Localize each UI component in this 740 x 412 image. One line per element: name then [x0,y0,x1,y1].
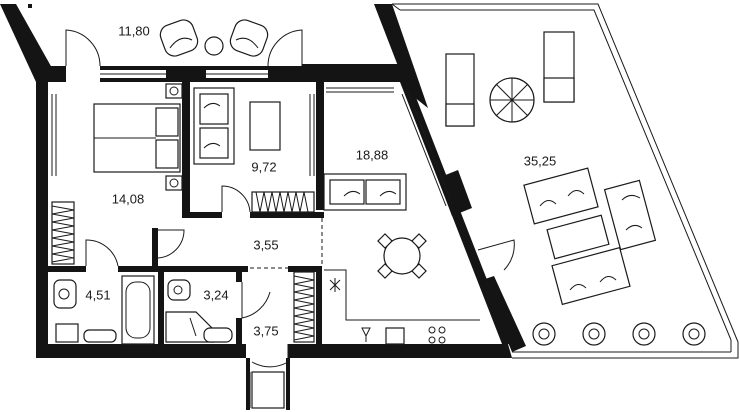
bedroom-window-curtain [51,94,57,176]
room-area-study: 9,72 [251,159,276,174]
hall-dashed-lines [250,218,323,269]
terrace-sofa-top [523,167,599,225]
living-sofa [323,173,407,211]
balcony-door-swings [65,29,303,67]
study-window-curtain [309,94,315,176]
room-area-bath-1: 4,51 [85,287,110,302]
entry-door[interactable] [246,358,290,410]
room-area-entry: 3,75 [253,323,278,338]
bath-1-fixtures [53,275,155,345]
dining-set [377,233,427,279]
room-area-terrace: 35,25 [524,153,557,168]
room-area-bath-2: 3,24 [203,287,228,302]
balcony-chair-left [159,19,199,57]
bathtub [121,275,155,345]
terrace-armchair [603,179,657,251]
kitchen-counter [324,269,480,345]
entry-wardrobe [293,271,315,343]
terrace-sofa-bottom [551,246,631,306]
bed [93,103,181,173]
interior-walls [48,82,324,344]
fridge-icon [329,278,341,292]
room-area-bedroom: 14,08 [112,191,145,206]
stove-icon [428,326,446,344]
wardrobe [51,201,75,265]
study-shelf [251,191,315,213]
terrace-sunbed-left [445,53,475,127]
living-window-curtain [326,87,394,93]
interior-door-swings [85,185,289,368]
terrace-table [546,214,610,260]
terrace-planters [532,322,706,346]
room-area-living: 18,88 [356,147,389,162]
room-area-balcony: 11,80 [118,23,150,38]
balcony-furniture [159,19,269,57]
wine-glass-icon [361,327,371,342]
terrace-outline [391,3,739,359]
study-desk [249,101,281,151]
outer-walls [36,64,526,358]
terrace-sunbed-right [543,31,575,103]
balcony-table [204,36,224,56]
study-sofa [193,87,235,165]
living-window-lines [401,91,453,207]
balcony-chair-right [229,19,269,57]
terrace-door-swing [477,239,515,271]
nightstand-lamps [165,83,183,191]
parasol [489,77,535,123]
room-area-hall: 3,55 [253,237,278,252]
bath-2-fixtures [165,279,233,343]
